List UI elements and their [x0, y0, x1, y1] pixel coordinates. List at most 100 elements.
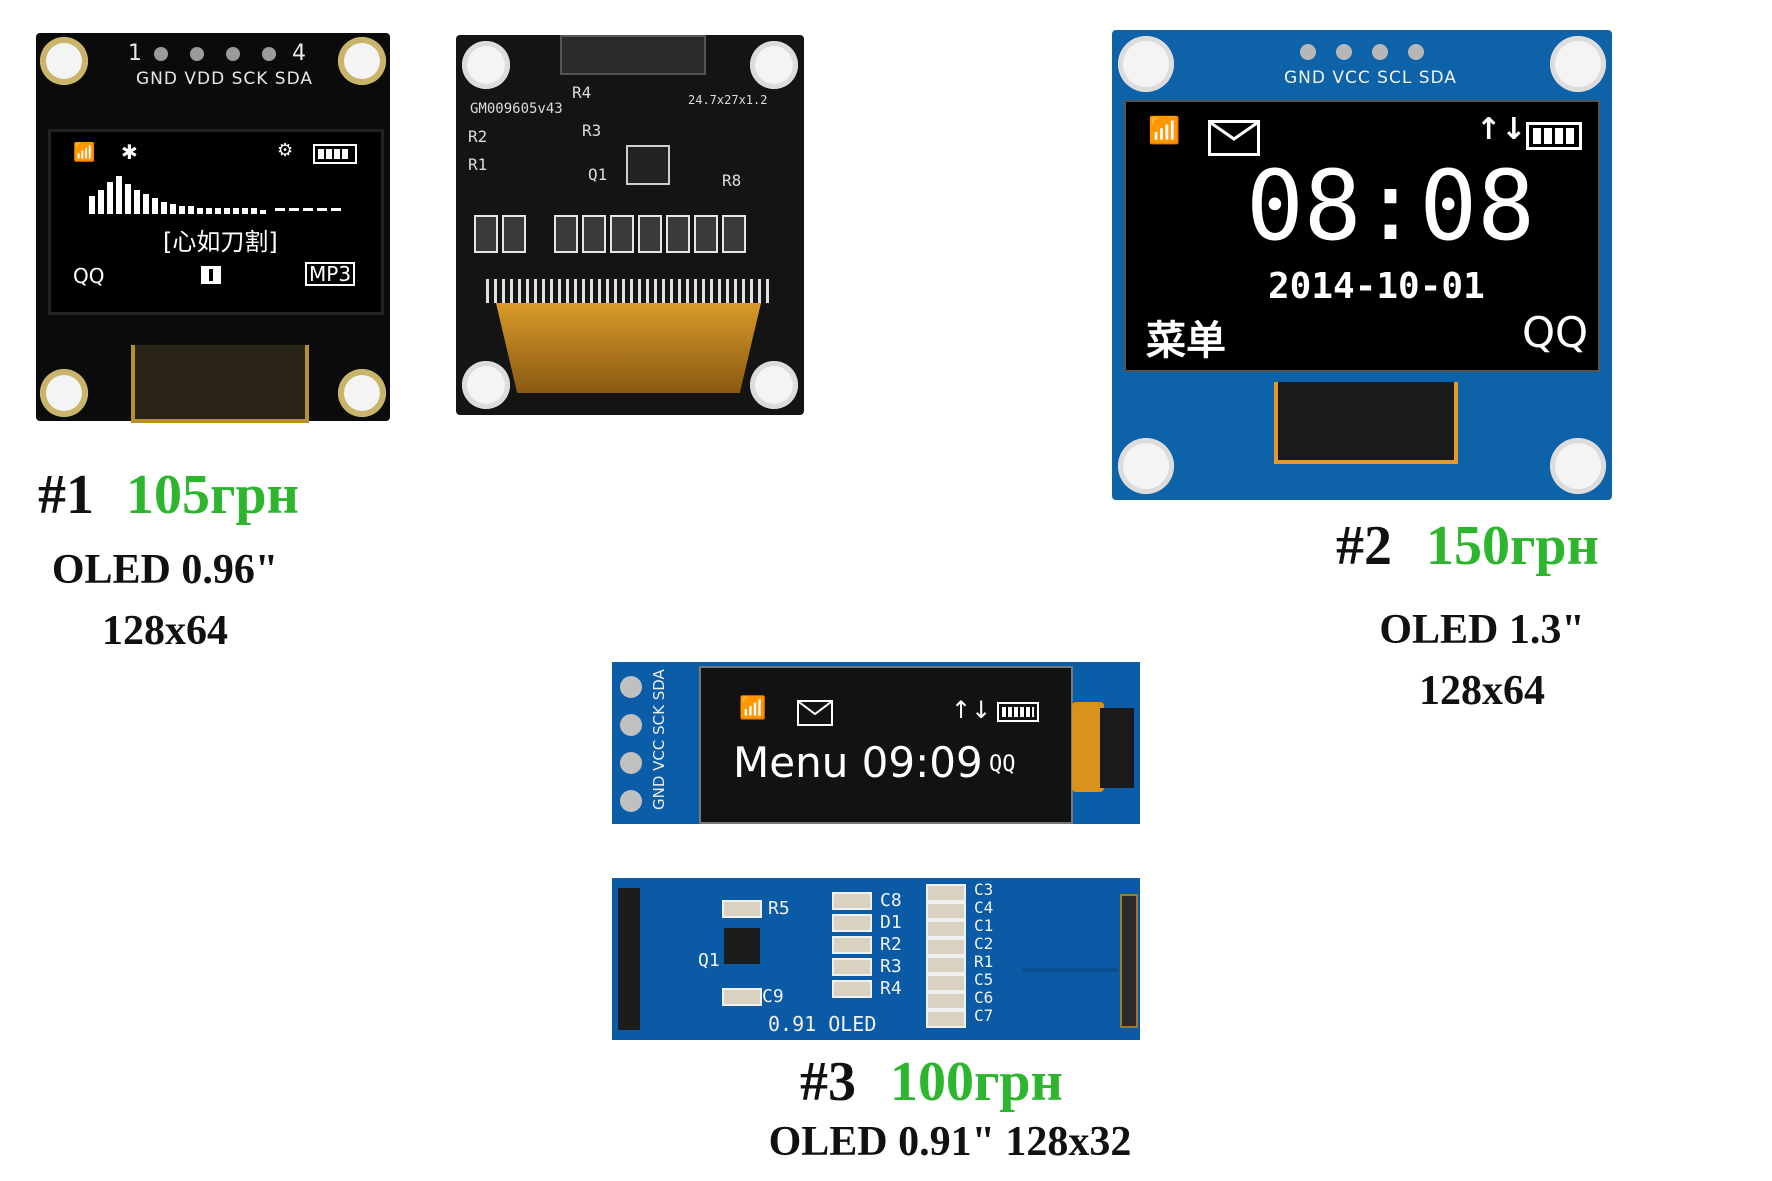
board-size-label: 24.7x27x1.2 [688, 93, 768, 107]
mount-hole [462, 41, 510, 89]
smd-pad [694, 215, 718, 253]
ribbon-cable-fold [1100, 708, 1134, 788]
smd-pad [554, 215, 578, 253]
smd-component [926, 920, 966, 938]
board-model-label: GM009605v43 [470, 101, 563, 117]
silk-c8: C8 [880, 890, 902, 911]
signal-icon: 📶 [73, 142, 96, 163]
smd-pad [582, 215, 606, 253]
item-2-number: #2 [1336, 515, 1392, 577]
item-1-spec-resolution: 128x64 [102, 607, 228, 654]
silk-q1: Q1 [588, 165, 608, 184]
item-3-number: #3 [800, 1051, 856, 1113]
smd-pad [722, 215, 746, 253]
silk-r3: R3 [880, 956, 902, 977]
silk-c5: C5 [974, 970, 994, 989]
silk-r4: R4 [572, 83, 592, 102]
silk-r4: R4 [880, 978, 902, 999]
smd-component [926, 902, 966, 920]
silk-c7: C7 [974, 1006, 994, 1025]
mount-hole [1118, 36, 1174, 92]
signal-icon: 📶 [1148, 116, 1181, 146]
oled-096-module-back: GM009605v43 R4 R2 R3 R1 Q1 R8 24.7x27x1.… [456, 35, 804, 415]
silk-c3: C3 [974, 880, 994, 899]
pin-number-1: 1 [128, 41, 143, 66]
mount-hole [750, 41, 798, 89]
silk-c9: C9 [762, 986, 784, 1007]
qq-label: QQ [1522, 308, 1589, 357]
oled-screen: 📶 ✱ ⚙ [心如刀割] QQ MP3 [48, 129, 384, 315]
silk-r3: R3 [582, 121, 602, 140]
item-3-spec: OLED 0.91" 128x32 [768, 1119, 1132, 1165]
item-1-spec-size: OLED 0.96" [51, 547, 279, 593]
oled-091-module-back: R5 Q1 C9 C8 D1 R2 R3 R4 C3 C4 C1 C2 R1 C… [612, 878, 1140, 1040]
header-pins [1300, 42, 1430, 62]
smd-pad [666, 215, 690, 253]
smd-component [926, 992, 966, 1010]
item-3-price: 100грн [890, 1051, 1063, 1113]
qq-label: QQ [989, 752, 1016, 777]
pin-header [560, 35, 706, 75]
menu-label: 菜单 [1146, 318, 1226, 364]
ribbon-cable [1120, 894, 1138, 1028]
mount-hole [40, 369, 88, 417]
smd-component [926, 1010, 966, 1028]
song-title: [心如刀割] [163, 228, 278, 256]
smd-component [832, 936, 872, 954]
pin-labels: GND VCC SCL SDA [1284, 68, 1457, 88]
mount-hole [1118, 438, 1174, 494]
bluetooth-icon: ✱ [121, 140, 138, 164]
signal-icon: 📶 [739, 696, 767, 721]
silk-r1: R1 [468, 155, 488, 174]
clock-time: 08:08 [1246, 150, 1535, 262]
transistor-chip [724, 928, 760, 964]
silk-q1: Q1 [698, 950, 720, 971]
silk-r2: R2 [880, 934, 902, 955]
ribbon-cable [1072, 702, 1104, 792]
data-transfer-icon: ↑↓ [951, 696, 992, 724]
silk-r8: R8 [722, 171, 742, 190]
board-trace [1022, 968, 1118, 972]
smd-component [722, 988, 762, 1006]
mount-hole [750, 361, 798, 409]
mount-hole [1550, 438, 1606, 494]
item-1-price: 105грн [126, 464, 299, 526]
silk-d1: D1 [880, 912, 902, 933]
silk-r1: R1 [974, 952, 994, 971]
ribbon-cable [1274, 382, 1458, 464]
smd-component [926, 884, 966, 902]
item-2-spec: OLED 1.3" 128x64 [1352, 600, 1612, 722]
header-pins [154, 43, 284, 63]
item-2-spec-resolution: 128x64 [1419, 667, 1545, 714]
pause-icon [201, 266, 221, 284]
smd-component [832, 914, 872, 932]
oled-096-module-front: 1 4 GND VDD SCK SDA 📶 ✱ ⚙ [ [36, 33, 390, 423]
board-model-label: 0.91 OLED [768, 1012, 877, 1036]
mount-hole [1550, 36, 1606, 92]
smd-component [832, 892, 872, 910]
item-2-spec-size: OLED 1.3" [1379, 607, 1585, 653]
mount-hole [338, 369, 386, 417]
clock-date: 2014-10-01 [1268, 266, 1485, 307]
oled-13-module: GND VCC SCL SDA 📶 ↑↓ 08:08 2014-10-01 菜单… [1112, 30, 1612, 500]
fpc-contacts [486, 279, 771, 303]
settings-icon: ⚙ [277, 140, 294, 161]
silk-c4: C4 [974, 898, 994, 917]
battery-icon [997, 702, 1039, 722]
smd-component [926, 938, 966, 956]
smd-component [926, 956, 966, 974]
smd-component [926, 974, 966, 992]
smd-pad [610, 215, 634, 253]
ribbon-cable [496, 303, 761, 393]
mail-icon [797, 700, 833, 726]
smd-pad [638, 215, 662, 253]
oled-screen: 📶 ↑↓ Menu 09:09 QQ [699, 666, 1073, 824]
item-1-number: #1 [38, 464, 94, 526]
smd-component [722, 900, 762, 918]
oled-screen: 📶 ↑↓ 08:08 2014-10-01 菜单 QQ [1124, 100, 1600, 372]
battery-icon [1526, 122, 1582, 150]
equalizer-bars [89, 176, 341, 214]
silk-c6: C6 [974, 988, 994, 1007]
pin-header [618, 888, 640, 1030]
item-1-spec: OLED 0.96" 128x64 [40, 540, 290, 662]
